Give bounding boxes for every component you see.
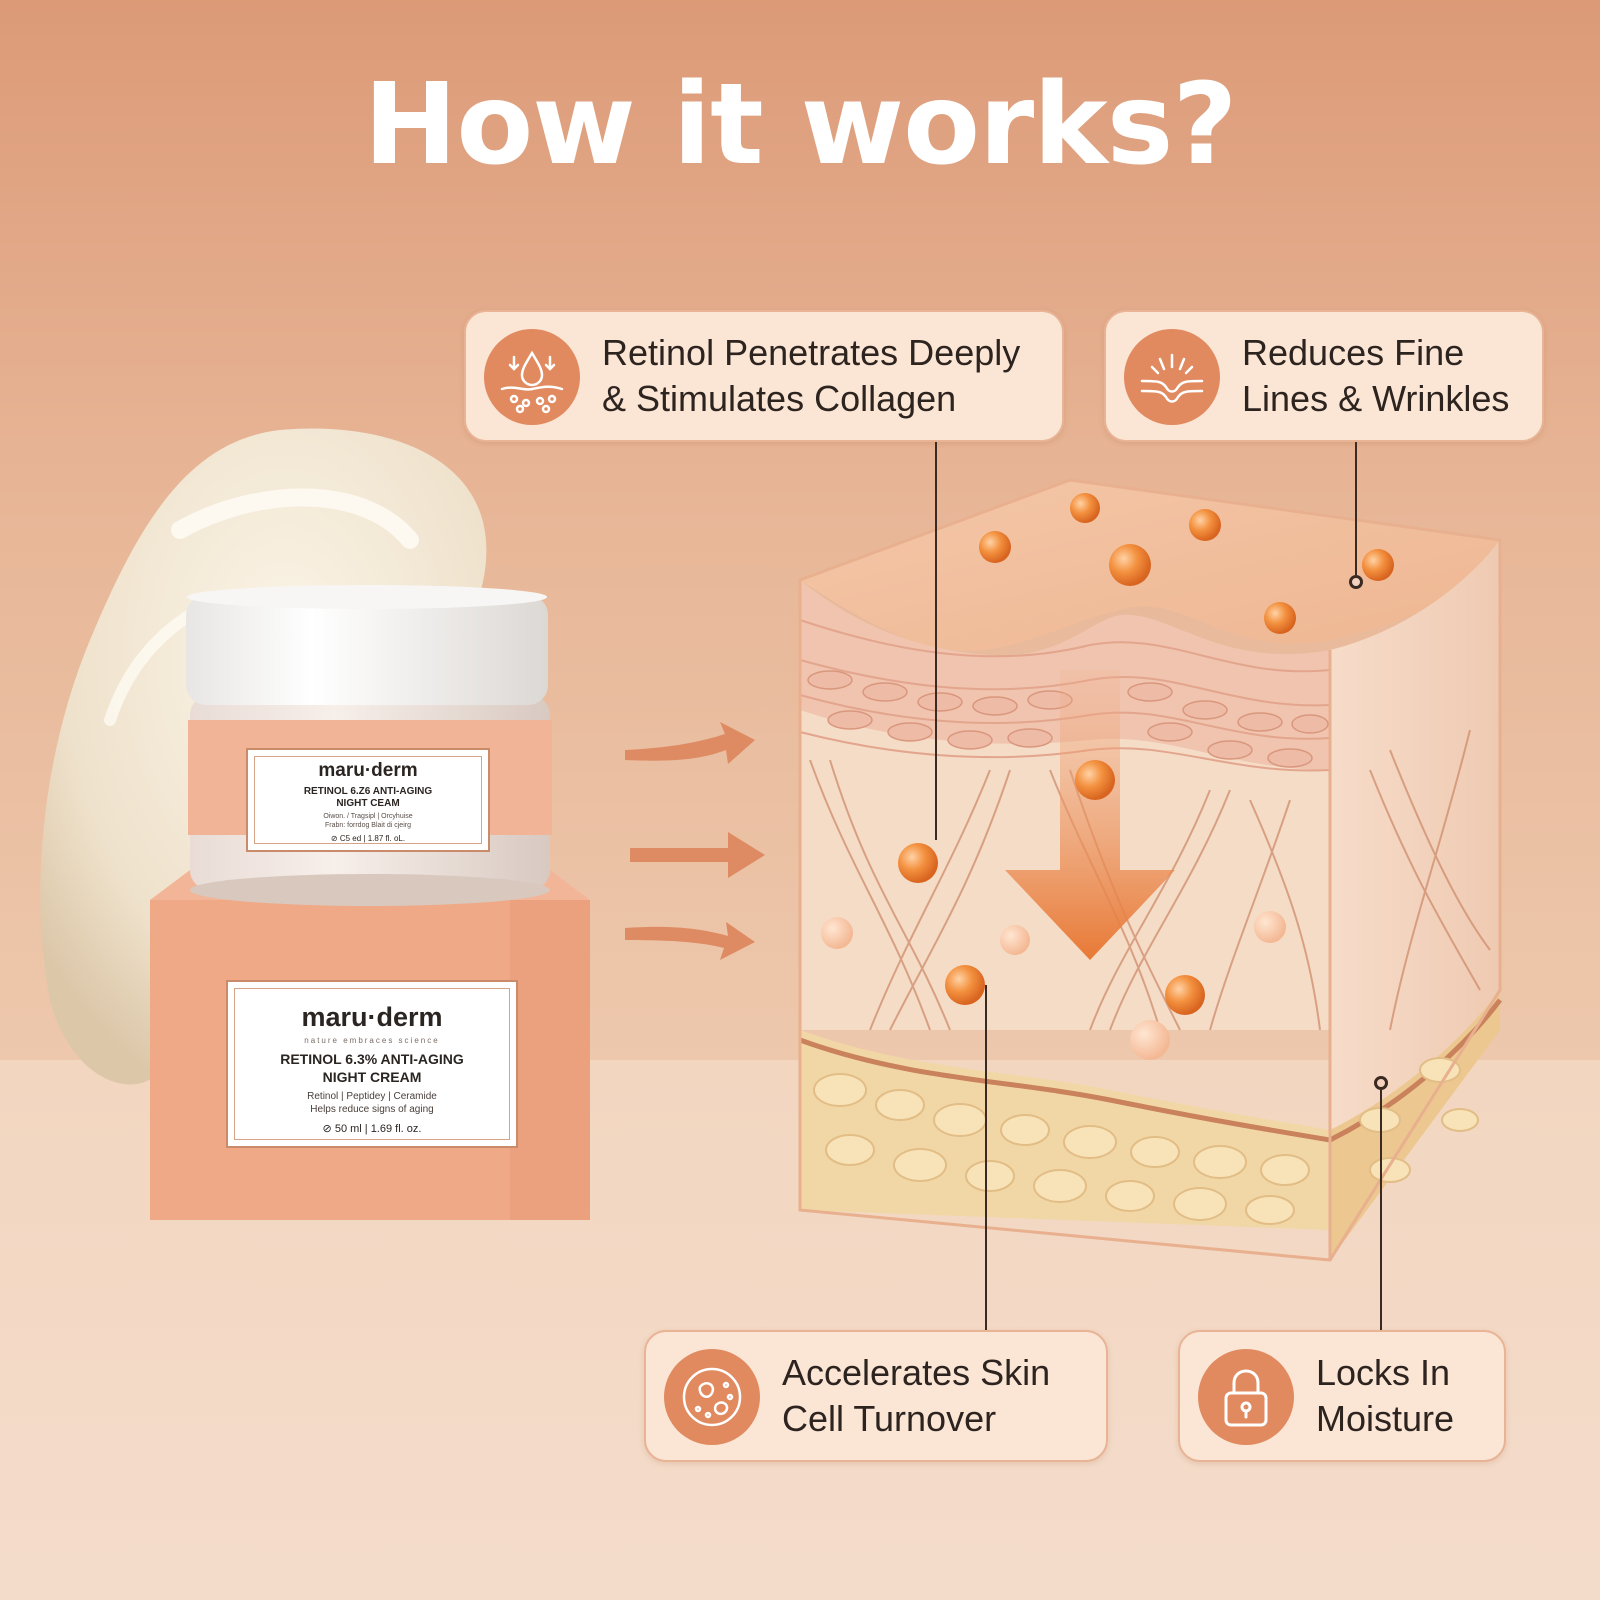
callout-fine-lines-text: Reduces Fine Lines & Wrinkles xyxy=(1242,332,1510,419)
jar-label: maru·derm RETINOL 6.Z6 ANTI-AGING NIGHT … xyxy=(246,748,490,852)
callout-turnover-text: Accelerates Skin Cell Turnover xyxy=(782,1352,1051,1439)
flow-arrows xyxy=(625,722,765,960)
callout-moisture-text: Locks In Moisture xyxy=(1316,1352,1455,1439)
jar-product-name: RETINOL 6.Z6 ANTI-AGING NIGHT CEAM xyxy=(303,786,433,809)
box-tagline: nature embraces science xyxy=(304,1036,440,1045)
callout-retinol: Retinol Penetrates Deeply & Stimulates C… xyxy=(464,310,1064,442)
connector-retinol xyxy=(935,430,937,840)
connector-dot-fine-lines xyxy=(1349,575,1363,589)
callout-retinol-text: Retinol Penetrates Deeply & Stimulates C… xyxy=(602,332,1021,419)
connector-dot-moisture xyxy=(1374,1076,1388,1090)
lock-icon xyxy=(1198,1349,1294,1445)
jar-details: Oiwon. / Tragsipl | Orcyhuise Frabn: for… xyxy=(323,813,413,829)
connector-turnover xyxy=(985,985,987,1330)
skin-cross-section xyxy=(798,478,1502,1262)
connector-fine-lines xyxy=(1355,430,1357,575)
wrinkle-icon xyxy=(1124,329,1220,425)
box-product-name: RETINOL 6.3% ANTI-AGING NIGHT CREAM xyxy=(280,1051,464,1085)
callout-fine-lines: Reduces Fine Lines & Wrinkles xyxy=(1104,310,1544,442)
box-details: Retinol | Peptidey | Ceramide Helps redu… xyxy=(307,1091,437,1115)
jar-size: ⊘ C5 ed | 1.87 fl. oL. xyxy=(330,834,406,843)
product-box xyxy=(150,870,590,1220)
retinol-drop-icon xyxy=(484,329,580,425)
callout-turnover: Accelerates Skin Cell Turnover xyxy=(644,1330,1108,1462)
connector-moisture xyxy=(1380,1090,1382,1330)
page-title: How it works? xyxy=(363,60,1238,190)
box-label: maru·derm nature embraces science RETINO… xyxy=(226,980,518,1148)
callout-moisture: Locks In Moisture xyxy=(1178,1330,1506,1462)
box-brand: maru·derm xyxy=(301,1002,443,1032)
jar-brand: maru·derm xyxy=(318,760,418,781)
skin-cell-icon xyxy=(664,1349,760,1445)
box-size: ⊘ 50 ml | 1.69 fl. oz. xyxy=(322,1123,422,1135)
